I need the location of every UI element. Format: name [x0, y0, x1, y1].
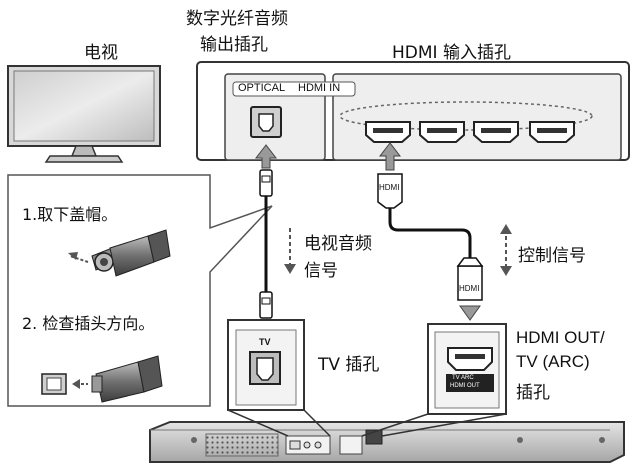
tv-audio-signal-label-line1: 电视音频	[304, 234, 372, 254]
hdmi-out-label-line3: 插孔	[516, 383, 550, 403]
check-orientation-illustration	[41, 355, 163, 403]
hdmi-out-label-line2: TV (ARC)	[516, 352, 590, 371]
soundbar	[149, 421, 625, 463]
tv-jack-small-label: TV	[259, 337, 271, 347]
control-signal-label: 控制信号	[518, 246, 586, 266]
hdmi-in-jack-2	[419, 121, 465, 143]
tv-optical-out-jack	[250, 106, 282, 138]
tv-jack-label: TV 插孔	[318, 355, 380, 375]
remove-cap-illustration	[68, 229, 171, 277]
optical-cable	[254, 144, 278, 335]
optical-out-label-line1: 数字光纤音频	[186, 9, 288, 29]
arc-small-label-line2: HDMI OUT	[450, 383, 480, 389]
tv-audio-signal-arrow	[284, 228, 296, 274]
tv-audio-signal-label-line2: 信号	[304, 261, 338, 281]
hdmi-plug-top-label: HDMI	[379, 183, 400, 192]
hdmi-out-callout	[361, 323, 507, 437]
tv-label: 电视	[84, 43, 118, 63]
arc-small-label-line1: TV ARC	[452, 375, 474, 381]
hdmi-in-jack-label: HDMI 输入插孔	[392, 43, 511, 63]
control-signal-arrow	[500, 224, 512, 276]
hdmi-out-label-line1: HDMI OUT/	[516, 328, 605, 347]
step-1-label: 1.取下盖帽。	[22, 205, 118, 224]
hdmi-in-jacks	[365, 121, 575, 143]
hdmi-plug-bottom-label: HDMI	[459, 284, 480, 293]
step-2-label: 2. 检查插头方向。	[22, 314, 155, 333]
tv-input-callout	[227, 319, 331, 437]
optical-out-label-line2: 输出插孔	[200, 35, 268, 55]
hdmi-in-port-label: HDMI IN	[298, 82, 341, 94]
hdmi-in-jack-4	[529, 121, 575, 143]
optical-port-label: OPTICAL	[238, 82, 286, 94]
tv-illustration	[7, 65, 161, 163]
hdmi-cable	[377, 142, 484, 321]
hdmi-in-jack-3	[473, 121, 519, 143]
instruction-panel	[7, 174, 273, 407]
hdmi-in-jack-1	[365, 121, 411, 143]
